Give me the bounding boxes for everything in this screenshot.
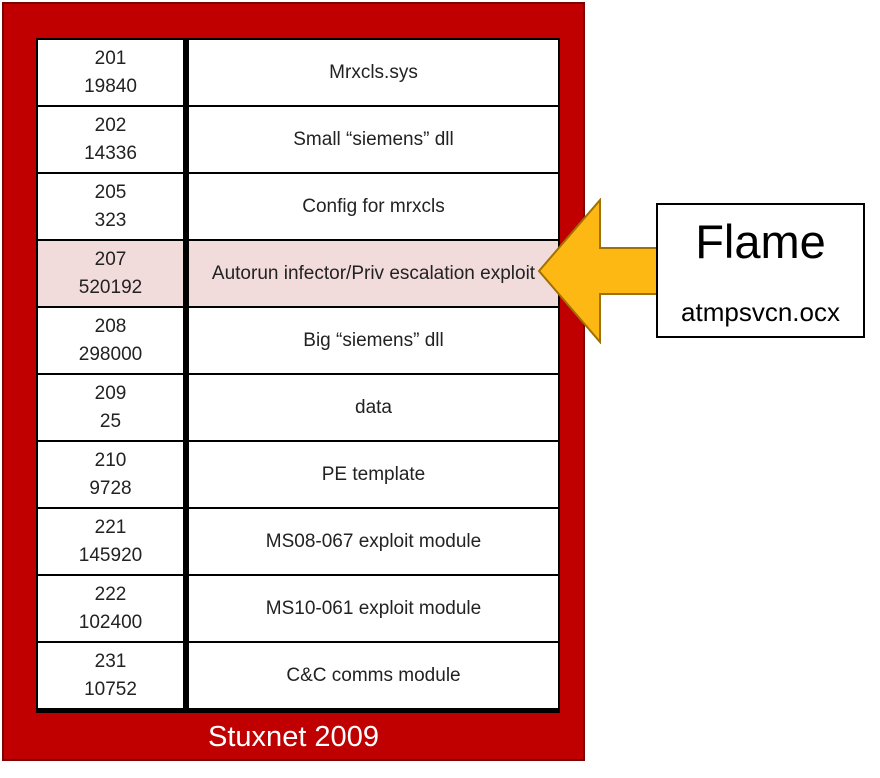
- resource-description: Autorun infector/Priv escalation exploit: [211, 262, 536, 284]
- resource-description: C&C comms module: [286, 664, 461, 686]
- resource-name-cell: Small “siemens” dll: [189, 107, 558, 172]
- resource-id-cell: 201 19840: [38, 40, 183, 105]
- resource-name-cell: C&C comms module: [189, 643, 558, 708]
- table-row: 231 10752 C&C comms module: [36, 641, 560, 708]
- resource-id-cell: 222 102400: [38, 576, 183, 641]
- resource-id: 208: [94, 315, 127, 337]
- resource-size: 298000: [78, 343, 143, 365]
- resource-size: 323: [94, 209, 127, 231]
- resource-name-cell: MS10-061 exploit module: [189, 576, 558, 641]
- resource-id-cell: 207 520192: [38, 241, 183, 306]
- resource-name-cell: Mrxcls.sys: [189, 40, 558, 105]
- table-row: 202 14336 Small “siemens” dll: [36, 105, 560, 172]
- flame-filename: atmpsvcn.ocx: [681, 297, 840, 327]
- resource-id-cell: 221 145920: [38, 509, 183, 574]
- resource-description: PE template: [321, 463, 426, 485]
- resource-id-cell: 208 298000: [38, 308, 183, 373]
- resource-description: data: [355, 396, 392, 418]
- table-row: 201 19840 Mrxcls.sys: [36, 38, 560, 105]
- resource-id: 210: [94, 449, 127, 471]
- resource-id-cell: 205 323: [38, 174, 183, 239]
- resource-id: 201: [94, 47, 127, 69]
- table-row: 209 25 data: [36, 373, 560, 440]
- table-row: 222 102400 MS10-061 exploit module: [36, 574, 560, 641]
- resource-description: Config for mrxcls: [302, 195, 445, 217]
- table-row: 221 145920 MS08-067 exploit module: [36, 507, 560, 574]
- resource-id-cell: 209 25: [38, 375, 183, 440]
- table-row: 210 9728 PE template: [36, 440, 560, 507]
- resource-size: 10752: [84, 678, 137, 700]
- table-row: 205 323 Config for mrxcls: [36, 172, 560, 239]
- resource-id-cell: 202 14336: [38, 107, 183, 172]
- resource-name-cell: MS08-067 exploit module: [189, 509, 558, 574]
- resource-size: 14336: [84, 142, 137, 164]
- resource-id: 222: [94, 583, 127, 605]
- resource-size: 19840: [84, 75, 137, 97]
- table-row: 208 298000 Big “siemens” dll: [36, 306, 560, 373]
- resource-id: 202: [94, 114, 127, 136]
- flame-box: Flame atmpsvcn.ocx: [656, 203, 865, 338]
- resource-size: 520192: [78, 276, 143, 298]
- resource-id: 231: [94, 650, 127, 672]
- resource-size: 102400: [78, 611, 143, 633]
- resource-description: Big “siemens” dll: [303, 329, 444, 351]
- resource-id: 205: [94, 181, 127, 203]
- resource-table: 201 19840 Mrxcls.sys 202 14336 Small “si…: [36, 38, 560, 713]
- resource-description: Mrxcls.sys: [329, 61, 418, 83]
- resource-name-cell: Big “siemens” dll: [189, 308, 558, 373]
- flame-title: Flame: [695, 215, 826, 268]
- resource-id: 209: [94, 382, 127, 404]
- table-row-highlighted: 207 520192 Autorun infector/Priv escalat…: [36, 239, 560, 306]
- resource-id-cell: 210 9728: [38, 442, 183, 507]
- resource-id-cell: 231 10752: [38, 643, 183, 708]
- resource-name-cell: data: [189, 375, 558, 440]
- resource-name-cell: Autorun infector/Priv escalation exploit: [189, 241, 558, 306]
- arrow-shape: [537, 198, 659, 344]
- resource-name-cell: Config for mrxcls: [189, 174, 558, 239]
- resource-size: 145920: [78, 544, 143, 566]
- resource-id: 221: [94, 516, 127, 538]
- resource-description: MS08-067 exploit module: [265, 530, 482, 552]
- resource-size: 9728: [89, 477, 132, 499]
- stuxnet-caption: Stuxnet 2009: [208, 721, 379, 753]
- stuxnet-frame: 201 19840 Mrxcls.sys 202 14336 Small “si…: [2, 2, 585, 761]
- resource-size: 25: [99, 410, 122, 432]
- resource-description: Small “siemens” dll: [293, 128, 454, 150]
- left-arrow-icon: [537, 198, 659, 344]
- resource-description: MS10-061 exploit module: [265, 597, 482, 619]
- resource-id: 207: [94, 248, 127, 270]
- resource-name-cell: PE template: [189, 442, 558, 507]
